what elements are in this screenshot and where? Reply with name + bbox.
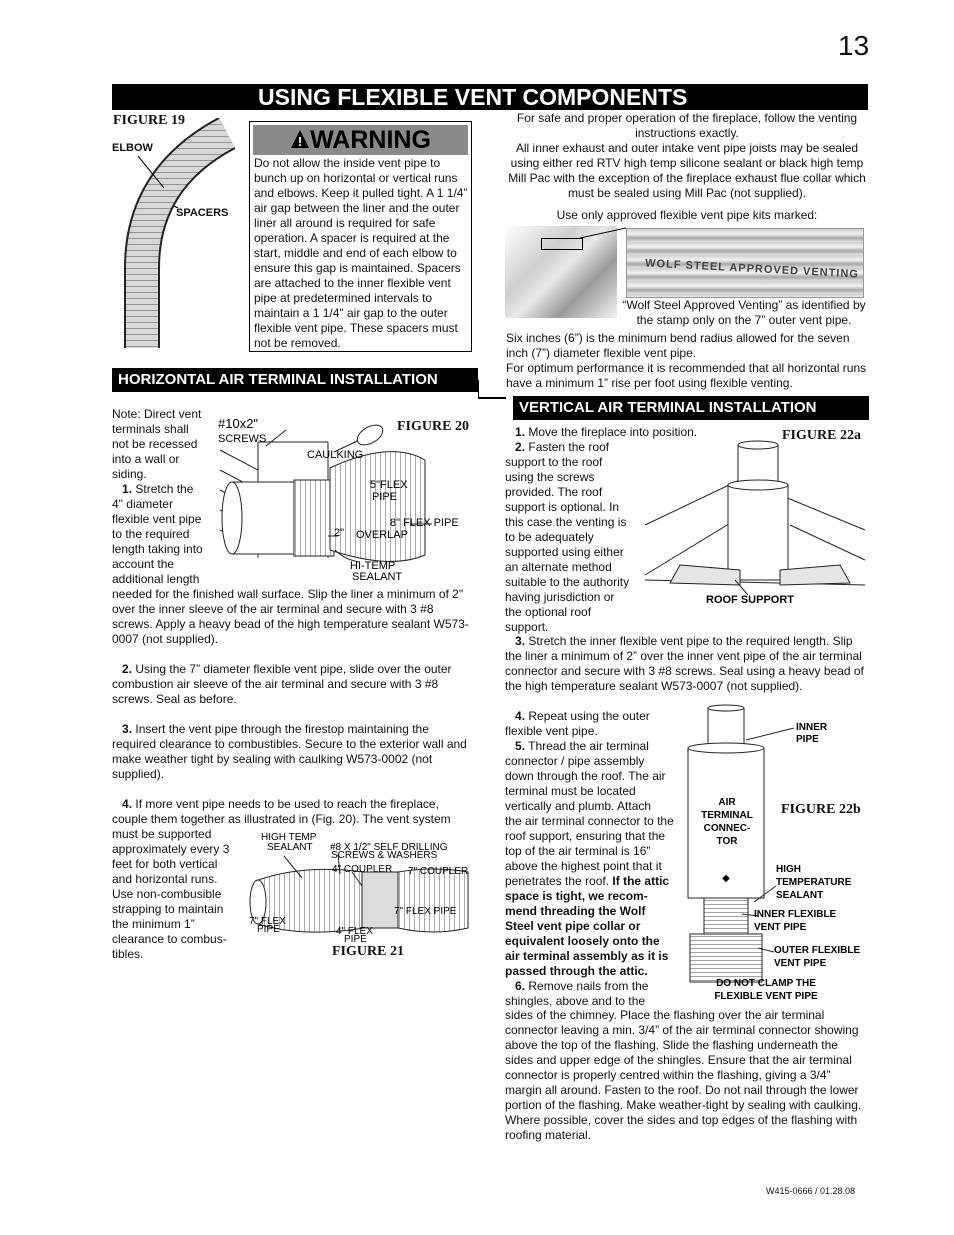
figure-20-drawing: #10x2" SCREWS CAULKING 5"FLEX PIPE 8" FL… [218, 416, 459, 583]
stamp-closeup-photo: WOLF STEEL APPROVED VENTING [626, 228, 864, 298]
figure-21-flex7-pipe-word: PIPE [257, 924, 280, 935]
figure-20-caulking-label: CAULKING [307, 449, 363, 461]
figure-20-overlap-label: OVERLAP [356, 529, 408, 541]
horizontal-step4-continued: must be supported approximately every 3 … [112, 827, 230, 961]
figure-19-spacers-label: SPACERS [176, 207, 229, 219]
figure-20-sealant-label: SEALANT [352, 571, 402, 583]
horizontal-note: Note: Direct vent terminals shall not be… [112, 407, 203, 586]
intro-paragraph-3: Use only approved flexible vent pipe kit… [556, 208, 818, 222]
figure-21-drawing: HIGH TEMP SEALANT #8 X 1/2" SELF DRILLIN… [249, 832, 469, 945]
stamp-location-marker [541, 238, 583, 250]
vertical-step4: 4. Repeat using the outer flexible vent … [505, 709, 650, 738]
horizontal-section-heading: HORIZONTAL AIR TERMINAL INSTALLATION [112, 368, 478, 392]
warning-text: Do not allow the inside vent pipe to bun… [254, 156, 468, 350]
figure-22b-temperature-label: TEMPERATURE [776, 877, 852, 888]
figure-20-screws-label: SCREWS [218, 433, 266, 445]
figure-20-overlap-size-label: 2" [334, 527, 344, 539]
figure-21-high-temp-label: HIGH TEMP [261, 832, 317, 843]
page-title: USING FLEXIBLE VENT COMPONENTS [112, 84, 868, 110]
figure-22b-sealant-label: SEALANT [776, 890, 823, 901]
figure-22b-high-label: HIGH [776, 864, 801, 875]
figure-22b-pipe-label: PIPE [796, 734, 819, 745]
figure-21-flex4-pipe-word: PIPE [344, 934, 367, 945]
vertical-step6-rest: sides of the chimney. Place the flashing… [505, 1008, 862, 1142]
svg-text:!: ! [298, 134, 302, 149]
footer-document-code: W415-0666 / 01.28.08 [766, 1186, 856, 1196]
warning-heading: ! WARNING [253, 125, 468, 155]
vertical-step3: 3. Stretch the inner flexible vent pipe … [505, 634, 864, 693]
warning-triangle-icon: ! [290, 126, 310, 156]
figure-20-flex8-label: 8" FLEX PIPE [390, 517, 459, 529]
figure-22b-terminal-label: TERMINAL [701, 810, 753, 821]
stamp-text: WOLF STEEL APPROVED VENTING [644, 257, 860, 281]
figure-20-flex5-label: 5"FLEX [370, 479, 408, 491]
figure-22b-outer-flex-vent-label: VENT PIPE [774, 958, 827, 969]
figure-22b-tor-label: TOR [717, 836, 739, 847]
figure-22b-inner-flex-vent-label: VENT PIPE [754, 922, 807, 933]
intro-paragraph-4: Six inches (6”) is the minimum bend radi… [506, 331, 850, 360]
vertical-step2: 2. Fasten the roof support to the roof u… [505, 440, 630, 634]
figure-22b-no-clamp-label: DO NOT CLAMP THE [716, 978, 816, 989]
page-number: 13 [838, 30, 870, 61]
figure-21-flex7-pipe-label: 7" FLEX PIPE [394, 906, 457, 917]
horizontal-step4: 4. If more vent pipe needs to be used to… [112, 797, 451, 826]
figure-21-screws-label: #8 X 1/2" SELF DRILLING [330, 842, 448, 853]
figure-22b-inner-label: INNER [796, 722, 828, 733]
figure-22b-outer-flex-label: OUTER FLEXIBLE [774, 945, 860, 956]
intro-paragraph-1: For safe and proper operation of the fir… [516, 111, 858, 140]
figure-20-hitemp-label: HI-TEMP [350, 560, 395, 572]
flex-pipe-photo [505, 226, 617, 318]
figure-21-washers-label: SCREWS & WASHERS [331, 850, 438, 861]
figure-22a-drawing: ROOF SUPPORT [644, 440, 866, 606]
figure-22a-roof-support-label: ROOF SUPPORT [706, 594, 794, 606]
figure-21-label: FIGURE 21 [332, 944, 404, 959]
figure-21-flex7-label: 7" FLEX [249, 916, 286, 927]
figure-21-flex4-label: 4" FLEX [336, 926, 373, 937]
figure-20-screws-size-label: #10x2" [218, 416, 258, 431]
figure-19-elbow-drawing [124, 118, 236, 348]
vertical-step1: 1. Move the fireplace into position. [515, 425, 698, 439]
intro-paragraph-2: All inner exhaust and outer intake vent … [508, 141, 866, 200]
figure-20-flex5-pipe-label: PIPE [372, 491, 397, 503]
figure-22b-screw-mark: ◆ [722, 873, 730, 884]
vertical-section-heading: VERTICAL AIR TERMINAL INSTALLATION [513, 396, 869, 420]
figure-20-label: FIGURE 20 [397, 419, 469, 434]
vertical-step5: 5. Thread the air terminal connector / p… [505, 739, 674, 1008]
figure-22b-label: FIGURE 22b [781, 802, 861, 817]
figure-22b-drawing: ◆ INNER PIPE AIR TERMINAL CONNEC- TOR HI… [687, 704, 860, 1002]
figure-22b-connec-label: CONNEC- [704, 823, 751, 834]
figure-22a-label: FIGURE 22a [782, 428, 861, 443]
intro-paragraph-5: For optimum performance it is recommende… [506, 361, 867, 390]
figure-21-sealant-label: SEALANT [267, 842, 313, 853]
figure-21-coupler4-label: 4" COUPLER [332, 864, 392, 875]
figure-22b-air-label: AIR [718, 797, 736, 808]
figure-22b-inner-flex-label: INNER FLEXIBLE [754, 909, 837, 920]
figure-19-label: FIGURE 19 [113, 113, 185, 128]
section-connector-line [478, 380, 506, 399]
figure-22b-no-clamp-pipe-label: FLEXIBLE VENT PIPE [714, 991, 818, 1002]
figure-19-elbow-label: ELBOW [112, 142, 153, 154]
horizontal-step3: 3. Insert the vent pipe through the fire… [112, 722, 467, 781]
horizontal-step1-rest: needed for the finished wall surface. Sl… [112, 587, 469, 646]
figure-21-coupler7-label: 7" COUPLER [408, 866, 468, 877]
stamp-zoom-lines [580, 227, 627, 239]
warning-box: ! WARNING Do not allow the inside vent p… [249, 121, 472, 352]
stamp-caption: “Wolf Steel Approved Venting” as identif… [622, 298, 866, 327]
horizontal-step2: 2. Using the 7” diameter flexible vent p… [112, 662, 452, 706]
